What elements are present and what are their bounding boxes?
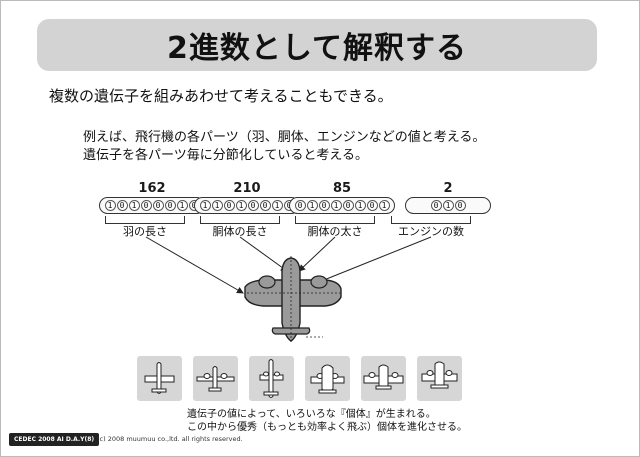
- bit-cell: 0: [247, 200, 259, 211]
- gene-bracket: [391, 216, 471, 224]
- bit-cell: 0: [294, 200, 306, 211]
- variant-thumbnails: [137, 356, 462, 401]
- footer-copyright: (c) 2008 muumuu co.,ltd. all rights rese…: [97, 435, 243, 443]
- gene-body-length: 210 11010010: [194, 181, 300, 214]
- bit-cell: 1: [271, 200, 283, 211]
- airplane-variant-icon: [196, 366, 235, 392]
- gene-label-body-length: 胴体の長さ: [212, 225, 268, 238]
- bit-cell: 0: [342, 200, 354, 211]
- bit-cell: 1: [235, 200, 247, 211]
- variant-thumb: [417, 356, 462, 401]
- bit-cell: 1: [330, 200, 342, 211]
- gene-wing-length: 162 10100010: [99, 181, 205, 214]
- airplane-variant-icon: [259, 359, 284, 398]
- example-text: 例えば、飛行機の各パーツ（羽、胴体、エンジンなどの値と考える。 遺伝子を各パーツ…: [83, 129, 485, 165]
- bit-cell: 0: [430, 200, 442, 211]
- bit-cell: 1: [378, 200, 390, 211]
- gene-value: 162: [138, 181, 166, 196]
- airplane-variant-icon: [144, 362, 175, 394]
- bit-cell: 0: [164, 200, 176, 211]
- footer-badge: CEDEC 2008 AI D.A.Y(8): [9, 433, 100, 446]
- bit-cell: 0: [152, 200, 164, 211]
- gene-value: 2: [443, 181, 453, 196]
- bit-cell: 0: [318, 200, 330, 211]
- subtitle: 複数の遺伝子を組みあわせて考えることもできる。: [49, 87, 393, 105]
- gene-label-engine-count: エンジンの数: [398, 225, 464, 238]
- bit-cell: 0: [366, 200, 378, 211]
- variant-thumb: [305, 356, 350, 401]
- bit-cell: 1: [442, 200, 454, 211]
- gene-value: 85: [332, 181, 352, 196]
- bit-cell: 1: [199, 200, 211, 211]
- bit-cell: 1: [176, 200, 188, 211]
- caption-line-1: 遺伝子の値によって、いろいろな『個体』が生まれる。: [187, 409, 436, 420]
- variant-thumb: [249, 356, 294, 401]
- example-line-1: 例えば、飛行機の各パーツ（羽、胴体、エンジンなどの値と考える。: [83, 130, 486, 145]
- arrow-engine: [318, 236, 432, 284]
- variant-thumb: [361, 356, 406, 401]
- bit-cell: 1: [211, 200, 223, 211]
- bit-cell: 0: [116, 200, 128, 211]
- airplane-variant-icon: [310, 364, 345, 394]
- gene-bits: 10100010: [99, 197, 205, 214]
- caption-line-2: この中から優秀（もっとも効率よく飛ぶ）個体を進化させる。: [187, 422, 467, 433]
- bit-cell: 1: [104, 200, 116, 211]
- gene-label-wing-length: 羽の長さ: [123, 225, 167, 238]
- page-title: 2進数として解釈する: [167, 31, 467, 66]
- arrow-wing: [145, 236, 244, 294]
- bit-cell: 0: [140, 200, 152, 211]
- gene-bits: 11010010: [194, 197, 300, 214]
- gene-bracket: [105, 216, 185, 224]
- bit-cell: 0: [454, 200, 466, 211]
- caption: 遺伝子の値によって、いろいろな『個体』が生まれる。 この中から優秀（もっとも効率…: [187, 408, 467, 434]
- bit-cell: 1: [128, 200, 140, 211]
- gene-bracket: [200, 216, 280, 224]
- airplane-variant-icon: [363, 364, 404, 390]
- arrow-body-length: [239, 236, 288, 272]
- arrow-body-thickness: [298, 236, 336, 272]
- gene-value: 210: [233, 181, 261, 196]
- airplane-icon: [244, 256, 342, 343]
- bit-cell: 0: [259, 200, 271, 211]
- airplane-variant-icon: [421, 361, 458, 389]
- gene-label-body-thickness: 胴体の太さ: [307, 225, 363, 238]
- example-line-2: 遺伝子を各パーツ毎に分節化していると考える。: [83, 148, 368, 163]
- variant-thumb: [137, 356, 182, 401]
- title-bar: 2進数として解釈する: [37, 19, 597, 71]
- bit-cell: 1: [306, 200, 318, 211]
- bit-cell: 1: [354, 200, 366, 211]
- bit-cell: 0: [223, 200, 235, 211]
- gene-bracket: [295, 216, 375, 224]
- variant-thumb: [193, 356, 238, 401]
